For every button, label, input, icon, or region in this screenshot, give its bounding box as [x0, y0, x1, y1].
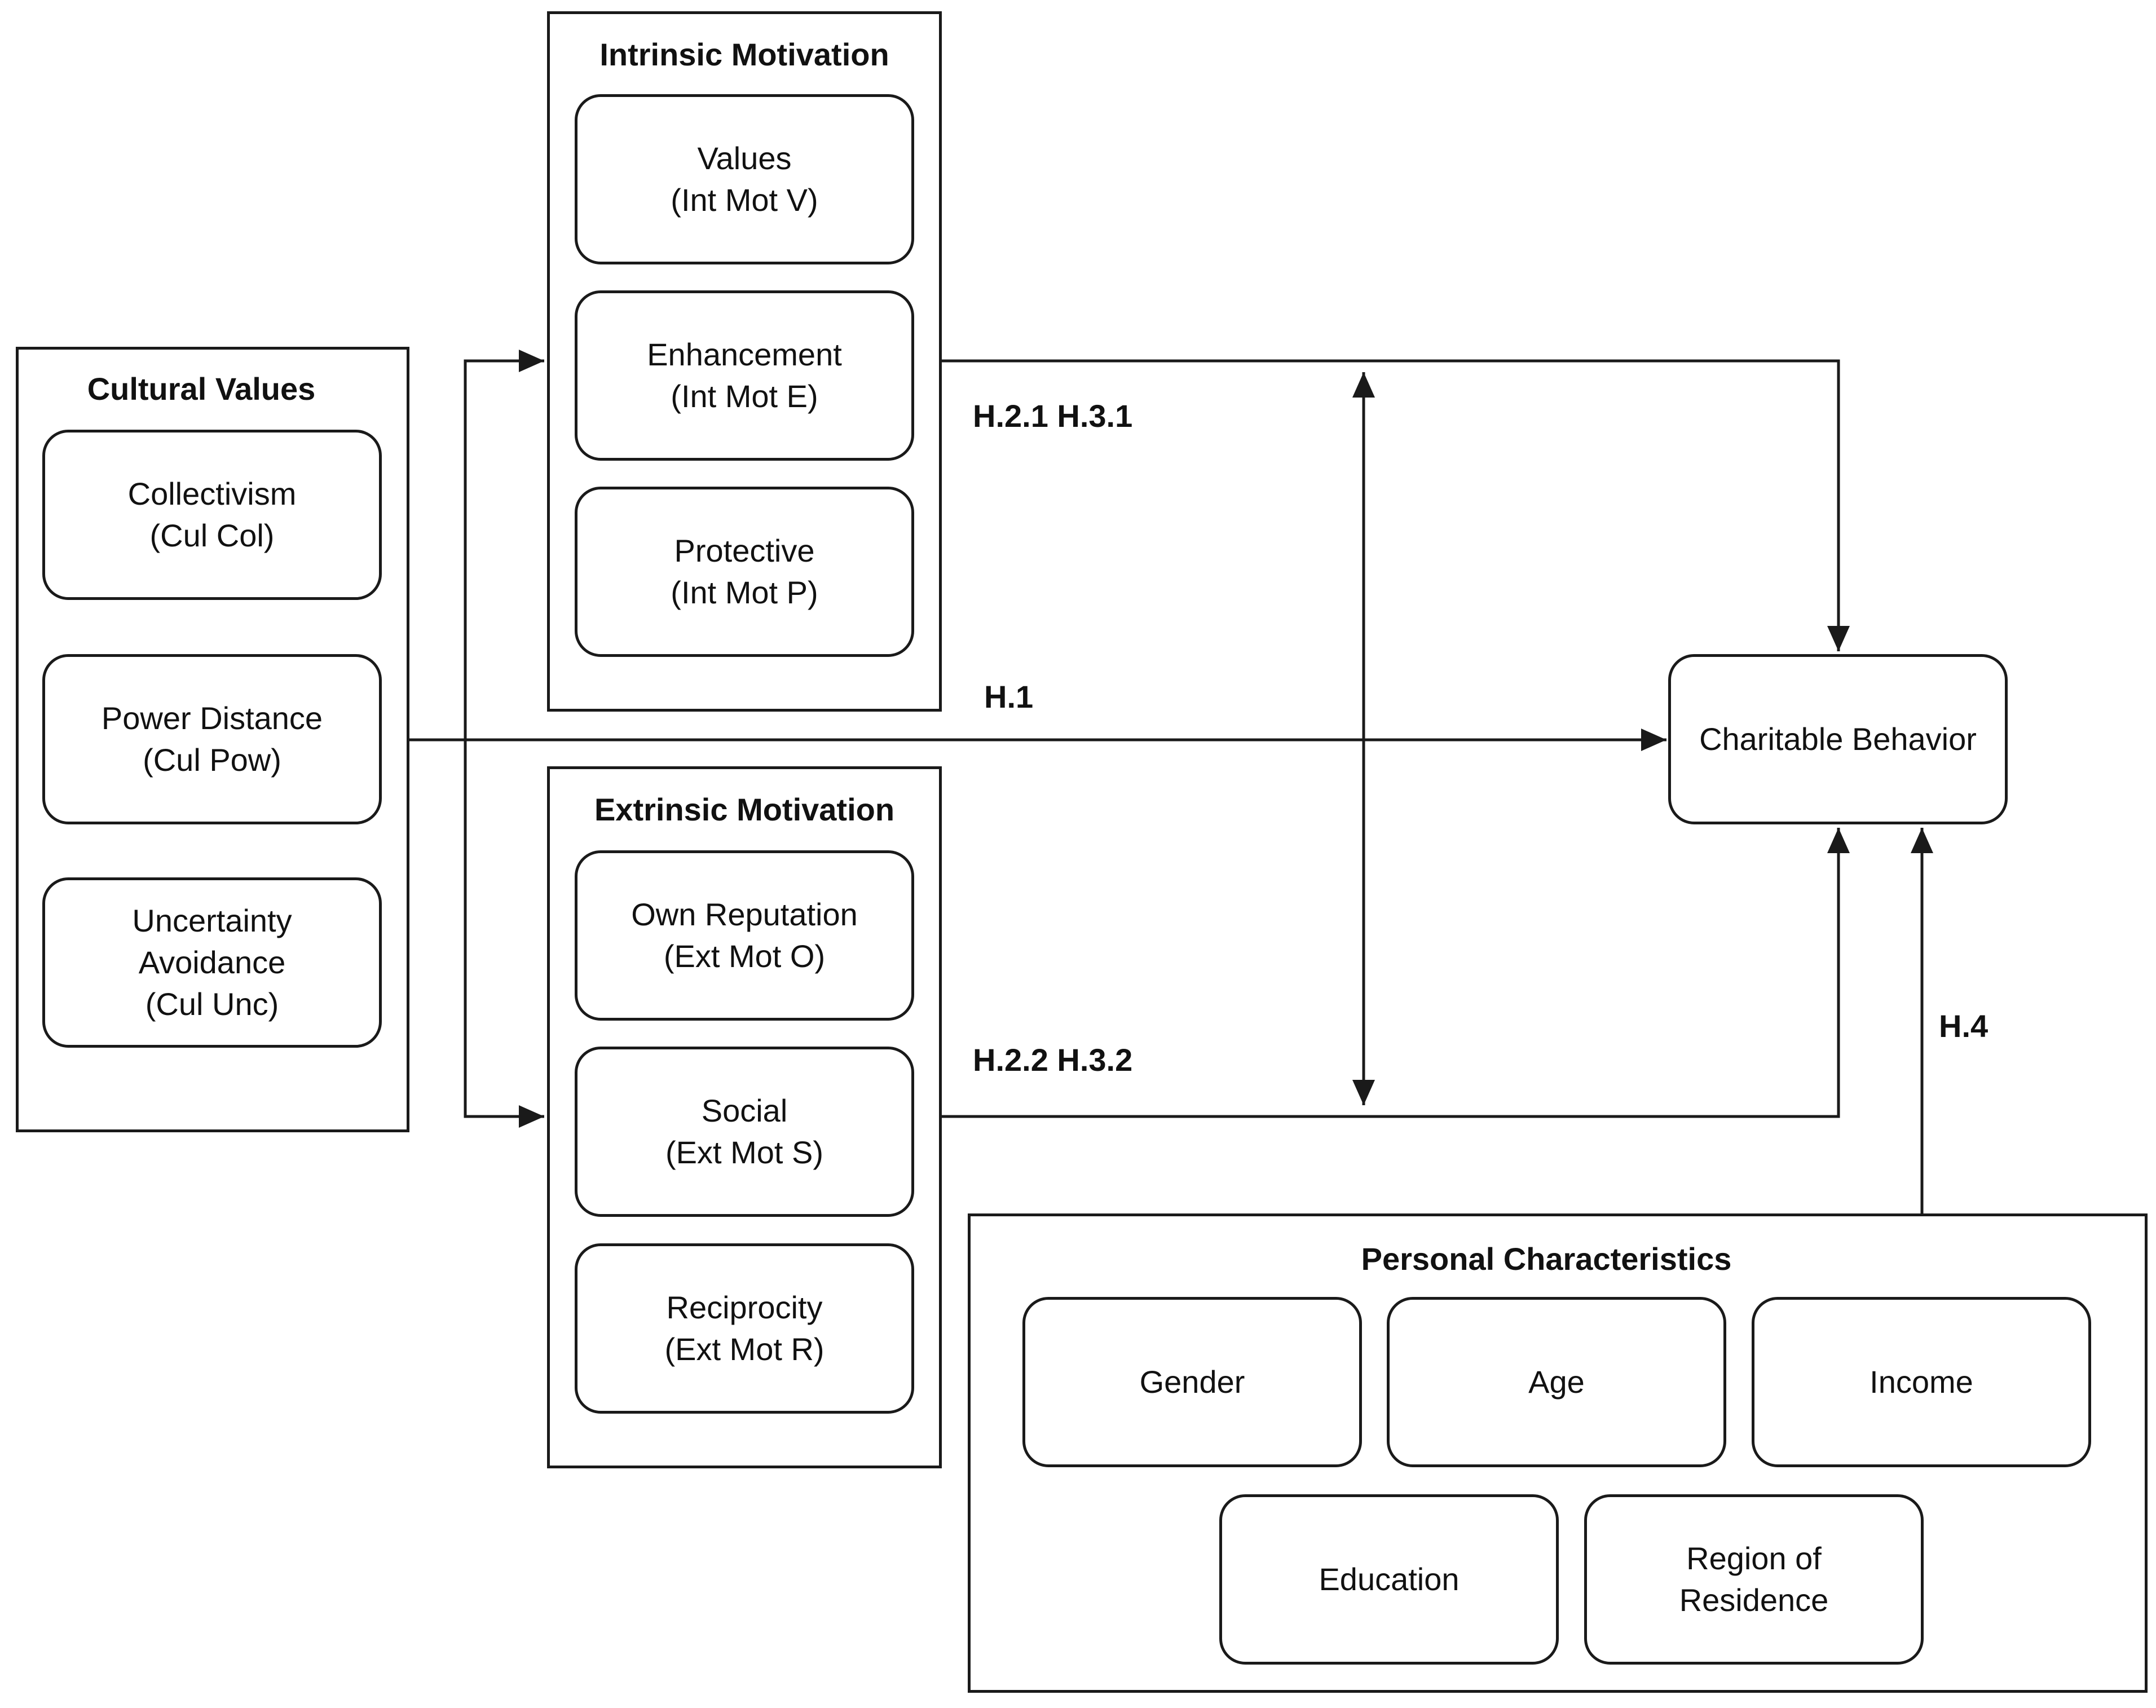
protective-node: Protective (Int Mot P) — [575, 487, 914, 657]
education-node: Education — [1219, 1494, 1559, 1665]
enhancement-code: (Int Mot E) — [671, 378, 818, 414]
residence-label: Residence — [1679, 1582, 1829, 1618]
reciprocity-node: Reciprocity (Ext Mot R) — [575, 1243, 914, 1414]
hypothesis-h22-h32-label: H.2.2 H.3.2 — [973, 1042, 1133, 1078]
charitable-behavior-label: Charitable Behavior — [1699, 721, 1977, 757]
uncertainty-avoidance-node: Uncertainty Avoidance (Cul Unc) — [42, 877, 382, 1048]
own-reputation-label: Own Reputation — [631, 897, 858, 932]
income-label: Income — [1870, 1364, 1973, 1400]
gender-node: Gender — [1022, 1297, 1362, 1467]
power-distance-code: (Cul Pow) — [143, 742, 281, 778]
enhancement-label: Enhancement — [647, 337, 842, 372]
gender-label: Gender — [1139, 1364, 1245, 1400]
intrinsic-motivation-title: Intrinsic Motivation — [599, 37, 889, 72]
social-label: Social — [701, 1093, 788, 1128]
extrinsic-motivation-title: Extrinsic Motivation — [594, 792, 895, 827]
enhancement-node: Enhancement (Int Mot E) — [575, 290, 914, 461]
arrow-extrinsic-to-charitable — [942, 828, 1850, 1118]
reciprocity-label: Reciprocity — [666, 1290, 823, 1325]
collectivism-label: Collectivism — [127, 476, 297, 511]
cultural-values-title: Cultural Values — [87, 371, 316, 407]
hypothesis-h1-label: H.1 — [984, 679, 1034, 714]
hypothesis-h4-label: H.4 — [1939, 1008, 1989, 1044]
income-node: Income — [1752, 1297, 2091, 1467]
protective-code: (Int Mot P) — [671, 575, 818, 610]
uncertainty-label: Uncertainty — [132, 903, 292, 938]
education-label: Education — [1319, 1561, 1460, 1597]
region-label: Region of — [1686, 1541, 1822, 1576]
own-reputation-node: Own Reputation (Ext Mot O) — [575, 850, 914, 1021]
values-node: Values (Int Mot V) — [575, 94, 914, 264]
avoidance-label: Avoidance — [138, 945, 286, 980]
social-node: Social (Ext Mot S) — [575, 1047, 914, 1217]
age-node: Age — [1387, 1297, 1726, 1467]
power-distance-node: Power Distance (Cul Pow) — [42, 654, 382, 824]
uncertainty-avoidance-code: (Cul Unc) — [145, 986, 279, 1022]
personal-characteristics-title: Personal Characteristics — [1361, 1241, 1732, 1277]
arrow-cultural-to-extrinsic — [464, 740, 544, 1128]
values-label: Values — [697, 140, 792, 176]
region-of-residence-node: Region of Residence — [1584, 1494, 1924, 1665]
protective-label: Protective — [674, 533, 815, 568]
own-reputation-code: (Ext Mot O) — [663, 938, 826, 974]
collectivism-node: Collectivism (Cul Col) — [42, 430, 382, 600]
social-code: (Ext Mot S) — [665, 1135, 824, 1170]
age-label: Age — [1528, 1364, 1585, 1400]
reciprocity-code: (Ext Mot R) — [664, 1331, 825, 1367]
hypothesis-h21-h31-label: H.2.1 H.3.1 — [973, 398, 1133, 434]
collectivism-code: (Cul Col) — [149, 518, 275, 553]
arrow-intrinsic-to-charitable — [942, 359, 1850, 651]
charitable-behavior-node: Charitable Behavior — [1668, 654, 2008, 824]
power-distance-label: Power Distance — [101, 700, 323, 736]
values-code: (Int Mot V) — [671, 182, 818, 218]
arrow-cultural-to-intrinsic — [464, 350, 544, 740]
